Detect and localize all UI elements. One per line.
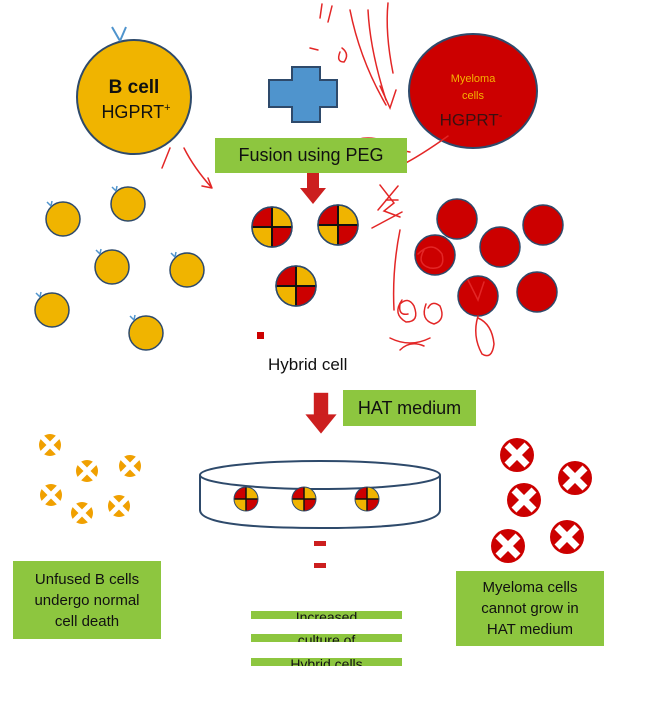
myeloma-cells-group <box>414 198 564 317</box>
culture-strip-1: Increased <box>251 611 402 619</box>
culture-strip-3: Hybrid cells <box>251 658 402 666</box>
hybrid-cells-group <box>251 204 359 307</box>
b-cell-hgprt: HGPRT+ <box>86 102 186 123</box>
plus-icon <box>268 66 338 123</box>
myeloma-hat-box: Myeloma cells cannot grow in HAT medium <box>456 571 604 646</box>
culture-line-2: culture of <box>297 634 356 642</box>
dead-b-cells-group <box>39 434 141 524</box>
culture-line-3: Hybrid cells <box>290 658 363 666</box>
myeloma-title-2: cells <box>461 90 484 102</box>
fusion-label-box: Fusion using PEG <box>215 138 407 173</box>
hybrid-cell-label: Hybrid cell <box>268 355 348 374</box>
dash-marker-1 <box>314 541 326 546</box>
down-arrow-icon <box>300 170 326 204</box>
culture-line-1: Increased <box>295 611 358 619</box>
culture-dish <box>199 460 441 530</box>
myeloma-hgprt: HGPRT- <box>421 110 521 131</box>
myeloma-hgprt-sup: - <box>498 110 503 122</box>
unfused-line-3: cell death <box>54 612 120 630</box>
unfused-b-cells-box: Unfused B cells undergo normal cell deat… <box>13 561 161 639</box>
hat-arrow-icon <box>305 392 337 434</box>
b-cells-group <box>34 185 205 351</box>
small-marker <box>257 332 264 339</box>
b-cell-circle <box>76 26 192 155</box>
myeloma-hat-line-2: cannot grow in <box>481 600 579 617</box>
myeloma-hat-line-1: Myeloma cells <box>482 579 578 596</box>
myeloma-hgprt-text: HGPRT <box>439 110 499 130</box>
hat-medium-box: HAT medium <box>343 390 476 426</box>
unfused-line-1: Unfused B cells <box>34 570 140 588</box>
myeloma-hat-line-3: HAT medium <box>486 621 574 638</box>
culture-strip-2: culture of <box>251 634 402 642</box>
myeloma-cell-circle <box>408 33 538 149</box>
b-cell-hgprt-text: HGPRT <box>101 102 165 122</box>
dead-myeloma-cells-group <box>491 438 592 563</box>
b-cell-title: B cell <box>108 77 160 98</box>
unfused-line-2: undergo normal <box>34 591 140 609</box>
b-cell-hgprt-sup: + <box>164 102 171 114</box>
myeloma-title: Myeloma <box>450 73 496 85</box>
dash-marker-2 <box>314 563 326 568</box>
